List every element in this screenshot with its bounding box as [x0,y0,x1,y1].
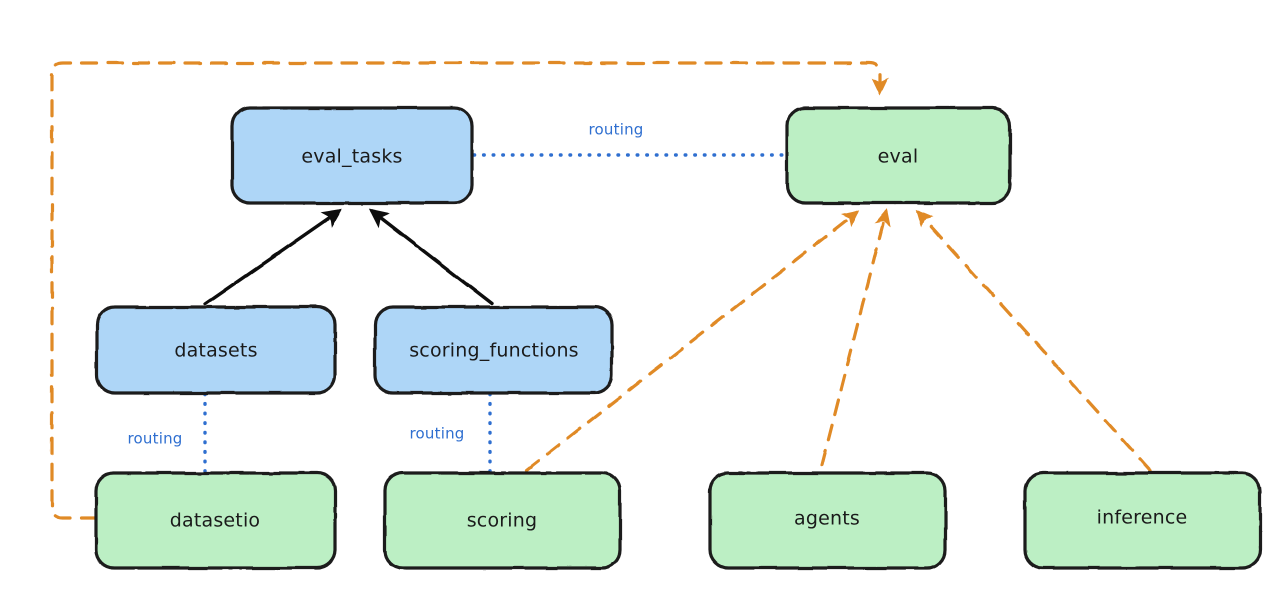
edge-path-datasetio-eval [50,61,889,520]
node-agents[interactable]: agents [708,471,947,570]
node-label-eval: eval [878,146,919,168]
edge-agents-eval [820,208,891,467]
node-shape-datasets[interactable] [95,305,337,395]
node-shape-inference[interactable] [1023,471,1262,570]
node-layer: eval_tasks eval datasets scoring_functio… [94,106,1262,570]
node-label-agents: agents [794,508,860,530]
node-label-datasetio: datasetio [170,510,261,532]
edge-path-agents-eval [820,208,891,467]
edge-datasets-eval_tasks [203,208,343,306]
node-inference[interactable]: inference [1023,471,1262,570]
edge-label-routing-datasetio: routing [128,430,183,448]
node-label-eval-tasks: eval_tasks [301,146,402,168]
edge-label-routing-scoring: routing [410,425,465,443]
node-shape-scoring-functions[interactable] [373,305,614,395]
node-label-scoring: scoring [467,510,538,532]
edge-path-datasets-eval_tasks [203,208,343,306]
edge-inference-eval [915,209,1152,472]
node-shape-eval-tasks[interactable] [230,106,474,205]
edge-datasetio-eval [50,61,889,520]
node-label-datasets: datasets [174,340,257,362]
node-datasets[interactable]: datasets [95,305,337,395]
edge-path-inference-eval [915,209,1152,472]
node-eval[interactable]: eval [785,106,1012,205]
node-shape-scoring[interactable] [383,471,622,570]
node-shape-eval[interactable] [785,106,1012,205]
edge-path-scoring-eval [525,209,860,472]
edge-label-layer: routing routing routing [128,121,644,448]
node-label-scoring-functions: scoring_functions [409,340,579,362]
node-shape-datasetio[interactable] [94,471,337,570]
edge-label-routing-eval: routing [589,121,644,139]
node-label-inference: inference [1097,507,1188,529]
node-shape-agents[interactable] [708,471,947,570]
edge-scoring_functions-eval_tasks [368,208,494,306]
node-scoring-functions[interactable]: scoring_functions [373,305,614,395]
edge-scoring-eval [525,209,860,472]
edge-path-scoring_functions-eval_tasks [368,208,494,306]
node-scoring[interactable]: scoring [383,471,622,570]
edge-layer [50,61,1152,520]
node-datasetio[interactable]: datasetio [94,471,337,570]
node-eval-tasks[interactable]: eval_tasks [230,106,474,205]
